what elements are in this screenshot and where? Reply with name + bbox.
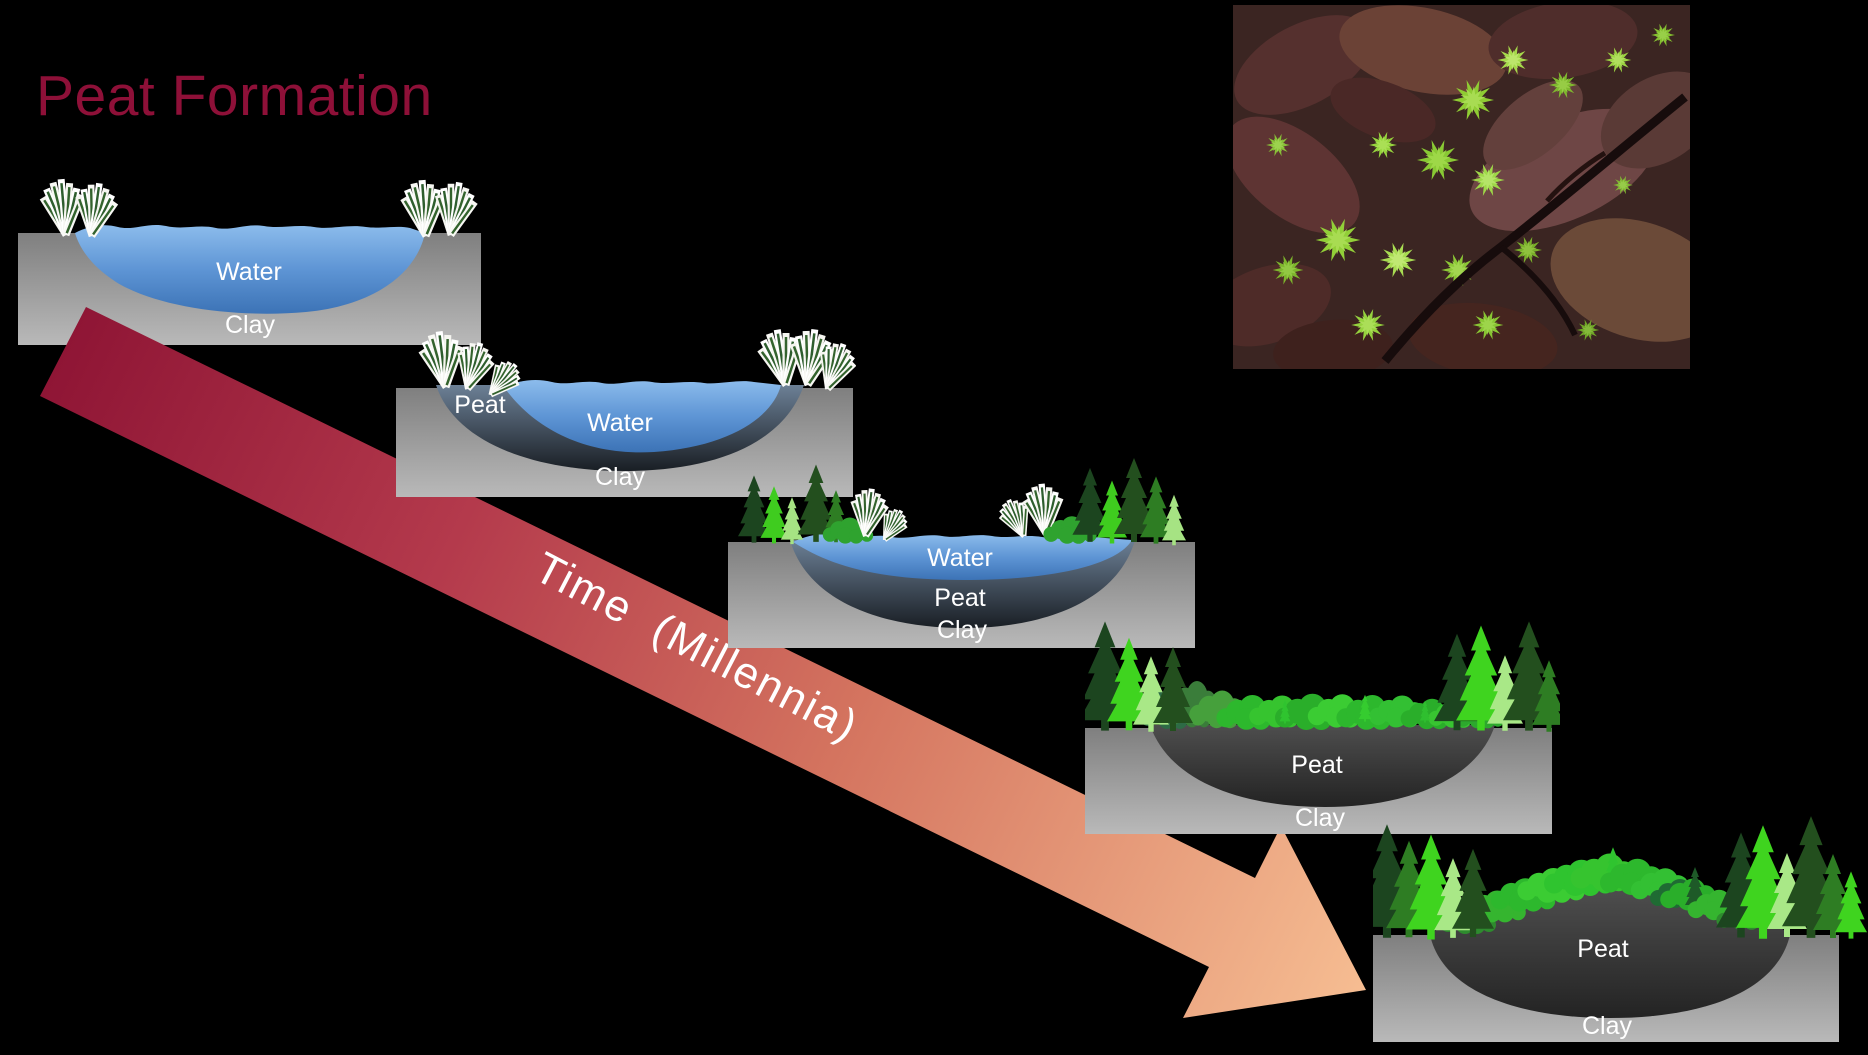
clay-label: Clay	[1295, 804, 1346, 832]
water-basin	[75, 224, 425, 314]
water-label: Water	[927, 544, 993, 572]
page-title: Peat Formation	[36, 64, 433, 128]
clay-label: Clay	[595, 463, 646, 491]
clay-label: Clay	[225, 311, 276, 339]
tree-cluster-right	[1716, 816, 1867, 939]
stage-2-diagram: Peat Water Clay	[396, 295, 856, 497]
conifer-tree	[760, 486, 788, 544]
stage-5-diagram: Peat Clay	[1373, 816, 1867, 1042]
peat-label: Peat	[934, 584, 985, 612]
clay-label: Clay	[1582, 1012, 1633, 1040]
time-arrow-shape	[40, 307, 1366, 1018]
peat-label: Peat	[454, 391, 505, 419]
water-label: Water	[216, 258, 282, 286]
stage-4-diagram: Peat Clay	[1085, 621, 1560, 834]
tree-cluster-left	[1085, 621, 1193, 732]
water-basin	[504, 379, 781, 453]
clay-label: Clay	[937, 616, 988, 644]
vegetation-left	[738, 464, 911, 546]
vegetation-right	[996, 458, 1186, 546]
conifer-tree	[780, 497, 804, 545]
peat-layer	[1150, 725, 1495, 807]
peat-label: Peat	[1577, 935, 1628, 963]
peat-dome	[1430, 888, 1790, 1018]
stage-3-diagram: Water Peat Clay	[728, 458, 1195, 648]
moss-photo	[1233, 5, 1690, 369]
twig	[1381, 93, 1688, 364]
tree-cluster-right	[1434, 621, 1560, 732]
peat-label: Peat	[1291, 751, 1342, 779]
tree-cluster-left	[1373, 824, 1494, 940]
water-basin	[793, 534, 1132, 580]
water-label: Water	[587, 409, 653, 437]
